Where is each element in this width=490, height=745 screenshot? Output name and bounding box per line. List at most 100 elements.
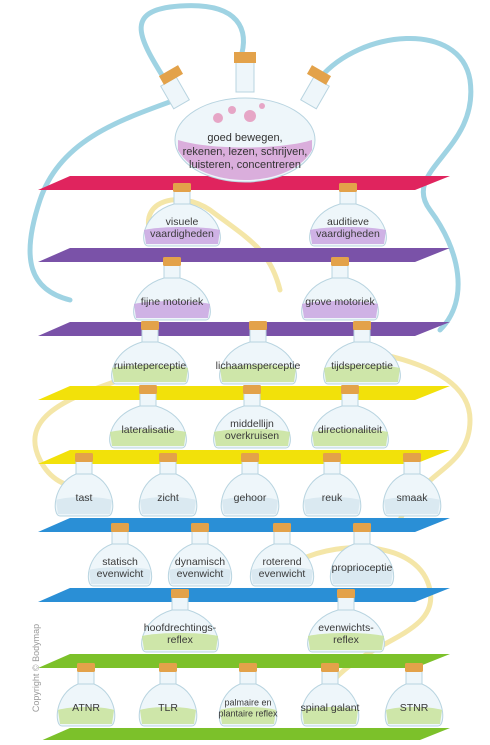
flask-9-5: [384, 663, 444, 727]
flask-9-2: [138, 663, 198, 727]
flask-3-1: [133, 257, 211, 321]
flask-label-5-1: lateralisatie: [121, 424, 175, 436]
flask-label-2-1: visuele vaardigheden: [150, 216, 214, 240]
flask-7-3: [249, 523, 315, 587]
flask-label-6-1: tast: [75, 492, 93, 504]
cork-icon: [403, 453, 421, 462]
cork-icon: [321, 663, 339, 672]
flask-4-3: [323, 321, 401, 385]
cork-icon: [191, 523, 209, 532]
cork-icon: [405, 663, 423, 672]
cork-icon: [111, 523, 129, 532]
cork-icon: [273, 523, 291, 532]
flask-7-2: [167, 523, 233, 587]
flask-label-4-2: lichaamsperceptie: [215, 360, 301, 372]
flask-label-7-1: statisch evenwicht: [96, 556, 144, 580]
flask-2-2: [309, 183, 387, 247]
flask-label-5-2: middellijn overkruisen: [224, 418, 280, 442]
cork-icon: [77, 663, 95, 672]
cork-icon: [241, 453, 259, 462]
flask-6-3: [220, 453, 280, 517]
flask-9-4: [300, 663, 360, 727]
flask-9-3: [218, 663, 278, 727]
top-flask: [158, 52, 332, 183]
flask-6-1: [54, 453, 114, 517]
flask-8-1: [141, 589, 219, 653]
cork-icon: [159, 663, 177, 672]
cork-icon: [159, 453, 177, 462]
flask-label-9-5: STNR: [399, 702, 429, 714]
flask-6-5: [382, 453, 442, 517]
level-plate-7: [38, 588, 450, 602]
level-plate-9: [38, 728, 450, 742]
bubble-icon: [213, 113, 223, 123]
cork-icon: [173, 183, 191, 192]
flask-label-7-2: dynamisch evenwicht: [174, 556, 226, 580]
flask-label-9-2: TLR: [158, 702, 178, 714]
bubble-icon: [244, 110, 256, 122]
blue-tube-top-left: [138, 3, 246, 91]
cork-icon: [339, 183, 357, 192]
flask-label-6-4: reuk: [321, 492, 343, 504]
flask-2-1: [143, 183, 221, 247]
bubble-icon: [259, 103, 265, 109]
flask-label-8-2: evenwichts- reflex: [318, 622, 374, 646]
cork-icon: [337, 589, 355, 598]
cork-icon: [341, 385, 359, 394]
blue-tube-left: [27, 97, 178, 303]
top-flask-label: goed bewegen, rekenen, lezen, schrijven,…: [182, 131, 308, 171]
cork-icon: [158, 65, 184, 85]
flask-label-6-2: zicht: [157, 492, 179, 504]
flask-5-3: [311, 385, 389, 449]
flask-label-6-3: gehoor: [233, 492, 267, 504]
flasks: [54, 52, 444, 727]
flask-4-1: [111, 321, 189, 385]
cork-icon: [163, 257, 181, 266]
cork-icon: [141, 321, 159, 330]
cork-icon: [249, 321, 267, 330]
cork-icon: [353, 321, 371, 330]
cork-icon: [306, 65, 332, 85]
flask-6-4: [302, 453, 362, 517]
flask-label-7-4: proprioceptie: [331, 562, 393, 574]
flask-6-2: [138, 453, 198, 517]
flask-7-1: [87, 523, 153, 587]
flask-5-1: [109, 385, 187, 449]
flask-8-2: [307, 589, 385, 653]
flask-4-2: [219, 321, 297, 385]
level-plate-6: [38, 518, 450, 532]
cork-icon: [234, 52, 256, 63]
flask-label-9-4: spinal galant: [300, 702, 360, 714]
cork-icon: [139, 385, 157, 394]
flask-label-2-2: auditieve vaardigheden: [316, 216, 380, 240]
flask-9-1: [56, 663, 116, 727]
flask-label-6-5: smaak: [396, 492, 428, 504]
cork-icon: [243, 385, 261, 394]
level-plate-2: [38, 248, 450, 262]
cork-icon: [353, 523, 371, 532]
flask-label-4-1: ruimteperceptie: [113, 360, 187, 372]
copyright-text: Copyright © Bodymap: [31, 623, 41, 713]
flask-5-2: [213, 385, 291, 449]
bubble-icon: [228, 106, 236, 114]
flask-label-7-3: roterend evenwicht: [258, 556, 306, 580]
cork-icon: [331, 257, 349, 266]
cork-icon: [323, 453, 341, 462]
flask-label-3-1: fijne motoriek: [140, 296, 204, 308]
flask-3-2: [301, 257, 379, 321]
flask-label-9-1: ATNR: [72, 702, 100, 714]
level-plate-3: [38, 322, 450, 336]
blue-tube-top-right: [317, 35, 474, 333]
flask-label-5-3: directionaliteit: [317, 424, 383, 436]
level-plate-8: [38, 654, 450, 668]
cork-icon: [171, 589, 189, 598]
flask-label-3-2: grove motoriek: [305, 296, 375, 308]
flask-7-4: [329, 523, 395, 587]
cork-icon: [75, 453, 93, 462]
cork-icon: [239, 663, 257, 672]
flask-label-4-3: tijdsperceptie: [331, 360, 393, 372]
flask-label-8-1: hoofdrechtings- reflex: [143, 622, 217, 646]
flask-label-9-3: palmaire en plantaire reflex: [218, 697, 278, 719]
